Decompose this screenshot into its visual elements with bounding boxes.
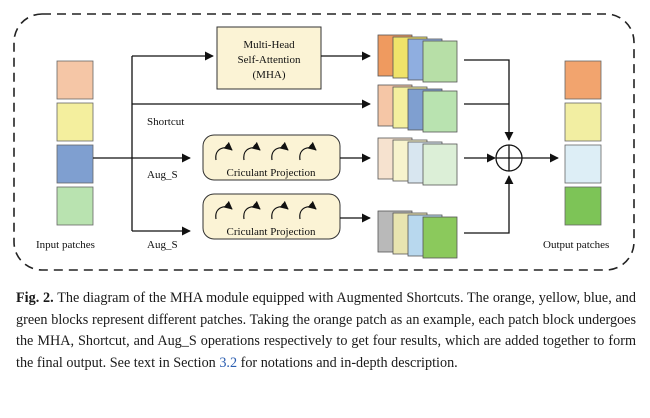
mha-box bbox=[216, 26, 322, 90]
circulant-shift-arrows-1 bbox=[215, 141, 317, 161]
mha-label-line-1: Multi-Head bbox=[243, 39, 295, 51]
input-patch-blue bbox=[56, 144, 94, 184]
aug1-result-patch-4 bbox=[422, 143, 458, 186]
section-ref-link[interactable]: 3.2 bbox=[219, 354, 238, 371]
circulant-projection-label-1: Criculant Projection bbox=[227, 167, 316, 179]
shortcut-result-patch-4 bbox=[422, 90, 458, 133]
input-patches bbox=[56, 60, 94, 226]
aug2-to-sum-line bbox=[464, 175, 514, 234]
mha-label-line-3: (MHA) bbox=[253, 69, 286, 81]
aug2-result-stack bbox=[377, 210, 458, 259]
dashed-module-frame bbox=[13, 13, 635, 271]
input-patches-label: Input patches bbox=[36, 239, 95, 251]
output-patch-blue bbox=[564, 144, 602, 184]
shortcut-result-stack bbox=[377, 84, 458, 133]
mha-result-patch-4 bbox=[422, 40, 458, 83]
sum-node bbox=[495, 144, 523, 172]
output-patch-green bbox=[564, 186, 602, 226]
output-patches bbox=[564, 60, 602, 226]
caption-text-end: for notations and in-depth description. bbox=[237, 354, 458, 371]
input-patch-yellow bbox=[56, 102, 94, 142]
output-patch-yellow bbox=[564, 102, 602, 142]
figure-label: Fig. 2. bbox=[16, 290, 54, 306]
figure-caption: Fig. 2. The diagram of the MHA module eq… bbox=[16, 288, 636, 374]
input-patch-orange bbox=[56, 60, 94, 100]
mha-augmented-shortcut-diagram: Input patches Multi-Head Self-Attention … bbox=[13, 13, 635, 271]
output-patch-orange bbox=[564, 60, 602, 100]
aug2-result-patch-4 bbox=[422, 216, 458, 259]
mha-label-line-2: Self-Attention bbox=[238, 54, 301, 66]
shortcut-label: Shortcut bbox=[147, 116, 184, 128]
aug1-label: Aug_S bbox=[147, 169, 178, 181]
aug1-result-stack bbox=[377, 137, 458, 186]
circulant-shift-arrows-2 bbox=[215, 200, 317, 220]
mha-result-stack bbox=[377, 34, 458, 83]
output-patches-label: Output patches bbox=[543, 239, 609, 251]
input-patch-green bbox=[56, 186, 94, 226]
caption-text-main: The diagram of the MHA module equipped w… bbox=[16, 290, 636, 371]
aug2-label: Aug_S bbox=[147, 239, 178, 251]
circulant-projection-label-2: Criculant Projection bbox=[227, 226, 316, 238]
mha-to-sum-line bbox=[464, 59, 514, 141]
